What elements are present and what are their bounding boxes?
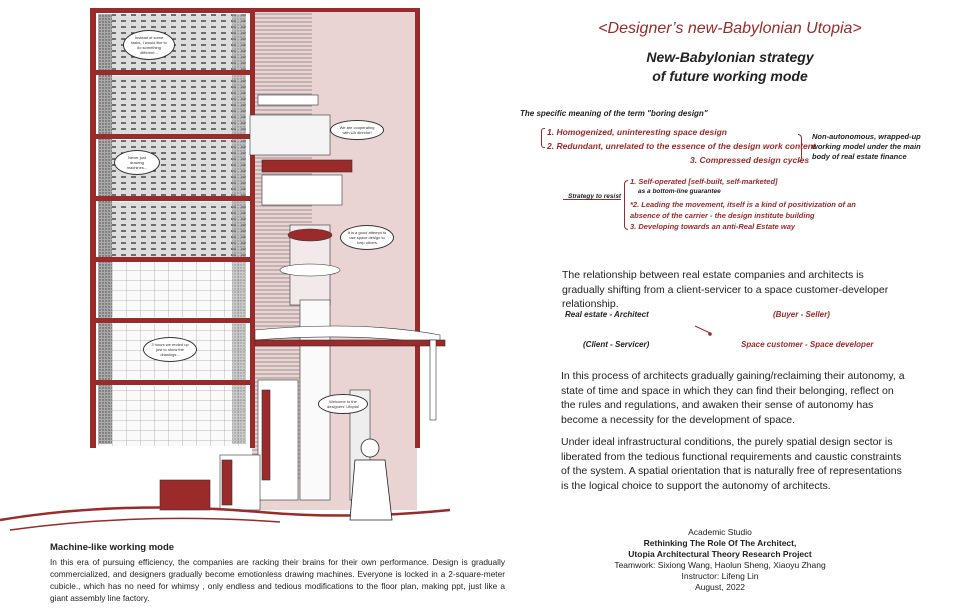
strategy-label: Strategy to resist [568,193,622,200]
relationship-right-top: (Buyer - Seller) [773,310,830,319]
poster-title: <Designer’s new-Babylonian Utopia> [598,20,862,37]
office-floors [90,8,420,510]
infrastructure-paragraph: Under ideal infrastructural conditions, … [561,436,902,492]
credits-project: Utopia Architectural Theory Research Pro… [628,549,812,559]
speech-bubble: Welcome to the designers' Utopia! [318,394,368,414]
credits-studio: Academic Studio [688,527,752,537]
strategy-note: as a bottom-line guarantee [638,188,721,195]
brace [624,180,628,230]
relationship-left-bottom: (Client - Servicer) [583,340,650,349]
building-section-drawing [0,8,451,531]
strategy-item: *2. Leading the movement, itself is a ki… [630,199,856,221]
poster-subtitle: New-Babylonian strategy of future workin… [560,48,900,86]
relationship-left-top: Real estate - Architect [565,310,649,319]
relationship-paragraph: The relationship between real estate com… [562,269,889,310]
conclusion-line: Non-autonomous, wrapped-up [812,132,921,141]
arrow-icon [694,325,712,336]
machine-body: In this era of pursuing efficiency, the … [50,557,505,603]
relationship-right-bottom: Space customer - Space developer [741,340,874,349]
strategy-line: absence of the carrier - the design inst… [630,211,815,220]
speech-bubble: It is a good attempt to use space design… [340,225,394,250]
speech-bubble: Instead of some tasks, I would like to d… [123,30,175,60]
architectural-illustration: Instead of some tasks, I would like to d… [0,0,520,535]
brace [541,128,545,148]
credits-date: August, 2022 [694,582,746,592]
person-figure [349,438,393,521]
credits-instructor: Instructor: Lifeng Lin [681,571,759,581]
boring-design-heading: The specific meaning of the term "boring… [520,109,708,118]
utopia-structures [159,94,446,511]
credits-project: Rethinking The Role Of The Architect, [643,538,797,548]
strategy-item: 1. Self-operated [self-built, self-marke… [630,177,778,186]
boring-conclusion: Non-autonomous, wrapped-up working model… [812,132,921,162]
speech-bubble: 3 hours we ended up just to show the dra… [143,337,197,362]
subtitle-line: of future working mode [652,68,808,84]
autonomy-paragraph: In this process of architects gradually … [561,370,905,426]
brace [798,134,802,162]
speech-bubble: We are cooperating with UA director! [330,120,384,140]
credits-team: Teamwork: Sixiong Wang, Haolun Sheng, Xi… [614,560,826,570]
subtitle-line: New-Babylonian strategy [646,49,814,65]
credits: Academic Studio Rethinking The Role Of T… [590,527,850,593]
speech-bubble: Never just drawing machines... [114,150,160,175]
boring-item: 1. Homogenized, uninteresting space desi… [547,127,727,137]
conclusion-line: working model under the main [812,142,921,151]
boring-item: 2. Redundant, unrelated to the essence o… [547,141,816,151]
strategy-line: *2. Leading the movement, itself is a ki… [630,200,856,209]
boring-item: 3. Compressed design cycles [690,155,810,165]
conclusion-line: body of real estate finance [812,152,907,161]
strategy-item: 3. Developing towards an anti-Real Estat… [630,222,796,231]
arrow-left-icon [563,199,621,200]
machine-heading: Machine-like working mode [50,542,175,553]
